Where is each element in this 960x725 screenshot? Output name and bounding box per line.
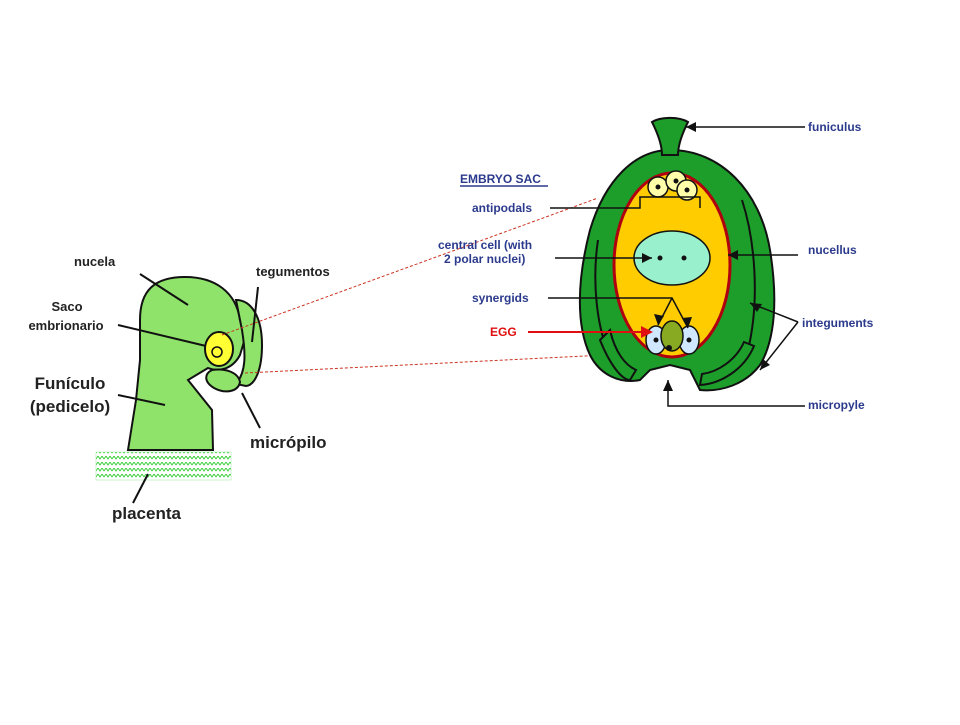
antipodal-cells — [647, 170, 698, 201]
label-micropilo: micrópilo — [250, 433, 327, 452]
integument-lobe-right — [698, 340, 756, 387]
label-funiculo-line2: (pedicelo) — [29, 397, 111, 416]
placenta-tissue — [95, 451, 232, 481]
label-saco-line1: Saco — [51, 299, 83, 314]
arrowheads — [642, 122, 770, 391]
left-leader-lines — [117, 273, 261, 504]
label-embryo-sac: EMBRYO SAC — [460, 172, 541, 186]
integument-inner — [205, 368, 242, 393]
egg-apparatus — [645, 320, 700, 355]
label-central-cell-line2: 2 polar nuclei) — [444, 252, 526, 266]
polar-nucleus-1 — [657, 255, 663, 261]
polar-nucleus-2 — [681, 255, 687, 261]
label-placenta: placenta — [112, 504, 181, 523]
label-central-cell-line1: central cell (with — [438, 238, 533, 252]
left-ovule-diagram — [95, 197, 606, 504]
right-ovule-diagram — [460, 116, 805, 407]
label-egg: EGG — [490, 325, 517, 339]
label-antipodals: antipodals — [472, 201, 533, 215]
label-tegumentos: tegumentos — [256, 264, 330, 279]
label-nucela: nucela — [74, 254, 116, 269]
ovule-body — [126, 275, 248, 451]
label-saco-line2: embrionario — [28, 318, 104, 333]
egg-nucleus-small — [211, 346, 223, 358]
projection-lines — [221, 197, 606, 374]
label-funiculus: funiculus — [808, 120, 862, 134]
label-micropyle: micropyle — [808, 398, 865, 412]
label-nucellus: nucellus — [808, 243, 857, 257]
egg-arrowhead — [641, 326, 653, 338]
integument-lobe-left — [598, 328, 638, 382]
label-integuments: integuments — [802, 316, 874, 330]
label-synergids: synergids — [472, 291, 529, 305]
funiculus-stalk — [650, 116, 690, 156]
label-funiculo-line1: Funículo — [34, 374, 106, 393]
